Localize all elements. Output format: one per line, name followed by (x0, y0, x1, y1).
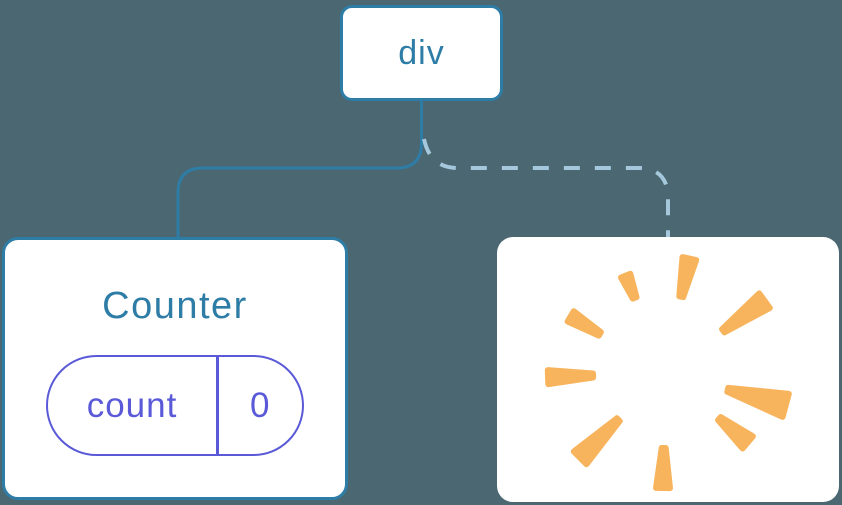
counter-title: Counter (102, 285, 248, 327)
root-node-label: div (398, 33, 445, 72)
state-name: count (86, 385, 178, 425)
poof-ray (715, 414, 756, 452)
dashed-connector (422, 138, 670, 238)
poof-ray (676, 254, 700, 301)
counter-node: Counter count 0 (2, 237, 348, 500)
poof-ray (570, 415, 623, 468)
poof-ray (653, 445, 673, 492)
poof-ray (724, 384, 792, 420)
poof-ray (544, 367, 597, 388)
solid-connector (176, 101, 423, 238)
state-pill-divider (216, 357, 219, 454)
poof-icon (544, 254, 792, 492)
poof-ray (719, 290, 773, 336)
poof-ray (564, 308, 604, 339)
removed-node (497, 237, 839, 502)
root-node-div: div (340, 5, 503, 101)
state-value: 0 (250, 385, 271, 425)
state-pill: count 0 (46, 355, 304, 456)
poof-ray (618, 270, 640, 302)
